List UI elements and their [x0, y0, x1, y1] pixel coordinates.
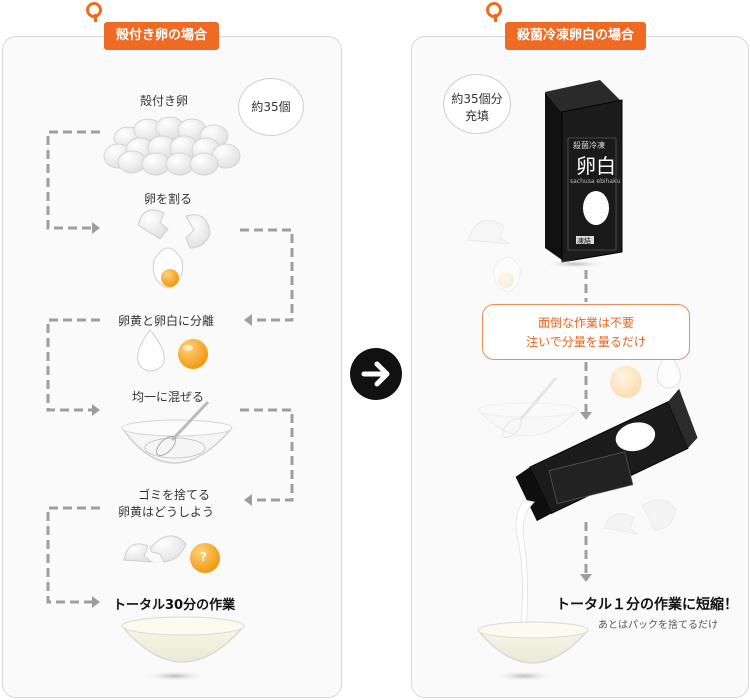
step-crack-label: 卵を割る — [144, 192, 193, 206]
right-arrow-icon — [350, 348, 402, 400]
left-total-label: トータル30分の作業 — [113, 598, 236, 613]
step-mix-label: 均一に混ぜる — [132, 390, 205, 404]
fill-bubble: 約35個分 充填 — [443, 74, 511, 134]
left-bowl-icon — [121, 616, 245, 681]
white-and-yolk-icon — [137, 329, 208, 372]
faded-yolk-icon — [610, 351, 681, 398]
right-tab-title: 殺菌冷凍卵白の場合 — [505, 22, 647, 50]
step-eggs-label: 殻付き卵 — [140, 94, 189, 108]
count-bubble-text: 約35個 — [251, 100, 291, 114]
question-icon: ? — [200, 550, 207, 564]
egg-white-carton — [545, 80, 623, 268]
step-separate-label: 卵黄と卵白に分離 — [118, 314, 215, 328]
egg-white-stream — [515, 499, 536, 631]
cracked-egg-icon — [137, 209, 211, 289]
callout-box: 面倒な作業は不要 注いで分量を量るだけ — [482, 304, 690, 360]
faded-bowl-icon — [477, 377, 579, 438]
right-total-label: トータル１分の作業に短縮！ — [556, 597, 738, 613]
flow-arrowheads — [92, 222, 252, 608]
flow-connector — [46, 130, 294, 604]
broken-shells-icon — [123, 535, 220, 573]
callout-line-2: 注いで分量を量るだけ — [526, 335, 646, 349]
right-note-label: あとはパックを捨てるだけ — [598, 620, 718, 631]
step-trash-label-2: 卵黄はどうしよう — [118, 505, 215, 519]
count-bubble: 約35個 — [238, 78, 304, 136]
step-trash-label-1: ゴミを捨てる — [138, 488, 211, 502]
faded-shell-icon — [467, 219, 521, 293]
fill-bubble-text-1: 約35個分 — [451, 92, 503, 106]
callout-line-1: 面倒な作業は不要 — [537, 316, 634, 330]
fill-bubble-text-2: 充填 — [464, 109, 489, 123]
left-tab-title: 殻付き卵の場合 — [104, 22, 220, 50]
pin-line — [494, 14, 497, 22]
pin-line — [94, 14, 97, 22]
carton-sub-label: sachusa ebihaku — [570, 178, 621, 185]
right-arrowheads — [580, 412, 592, 582]
faded-shells-icon — [603, 499, 677, 535]
egg-pile-icon — [103, 116, 241, 176]
mixing-bowl-icon — [121, 400, 233, 464]
carton-main-label: 卵白 — [576, 154, 616, 178]
right-bowl-icon — [477, 621, 589, 681]
pouring-carton — [515, 388, 698, 522]
carton-top-label: 殺菌冷凍 — [573, 141, 605, 150]
carton-badge: 凍結 — [577, 237, 591, 245]
